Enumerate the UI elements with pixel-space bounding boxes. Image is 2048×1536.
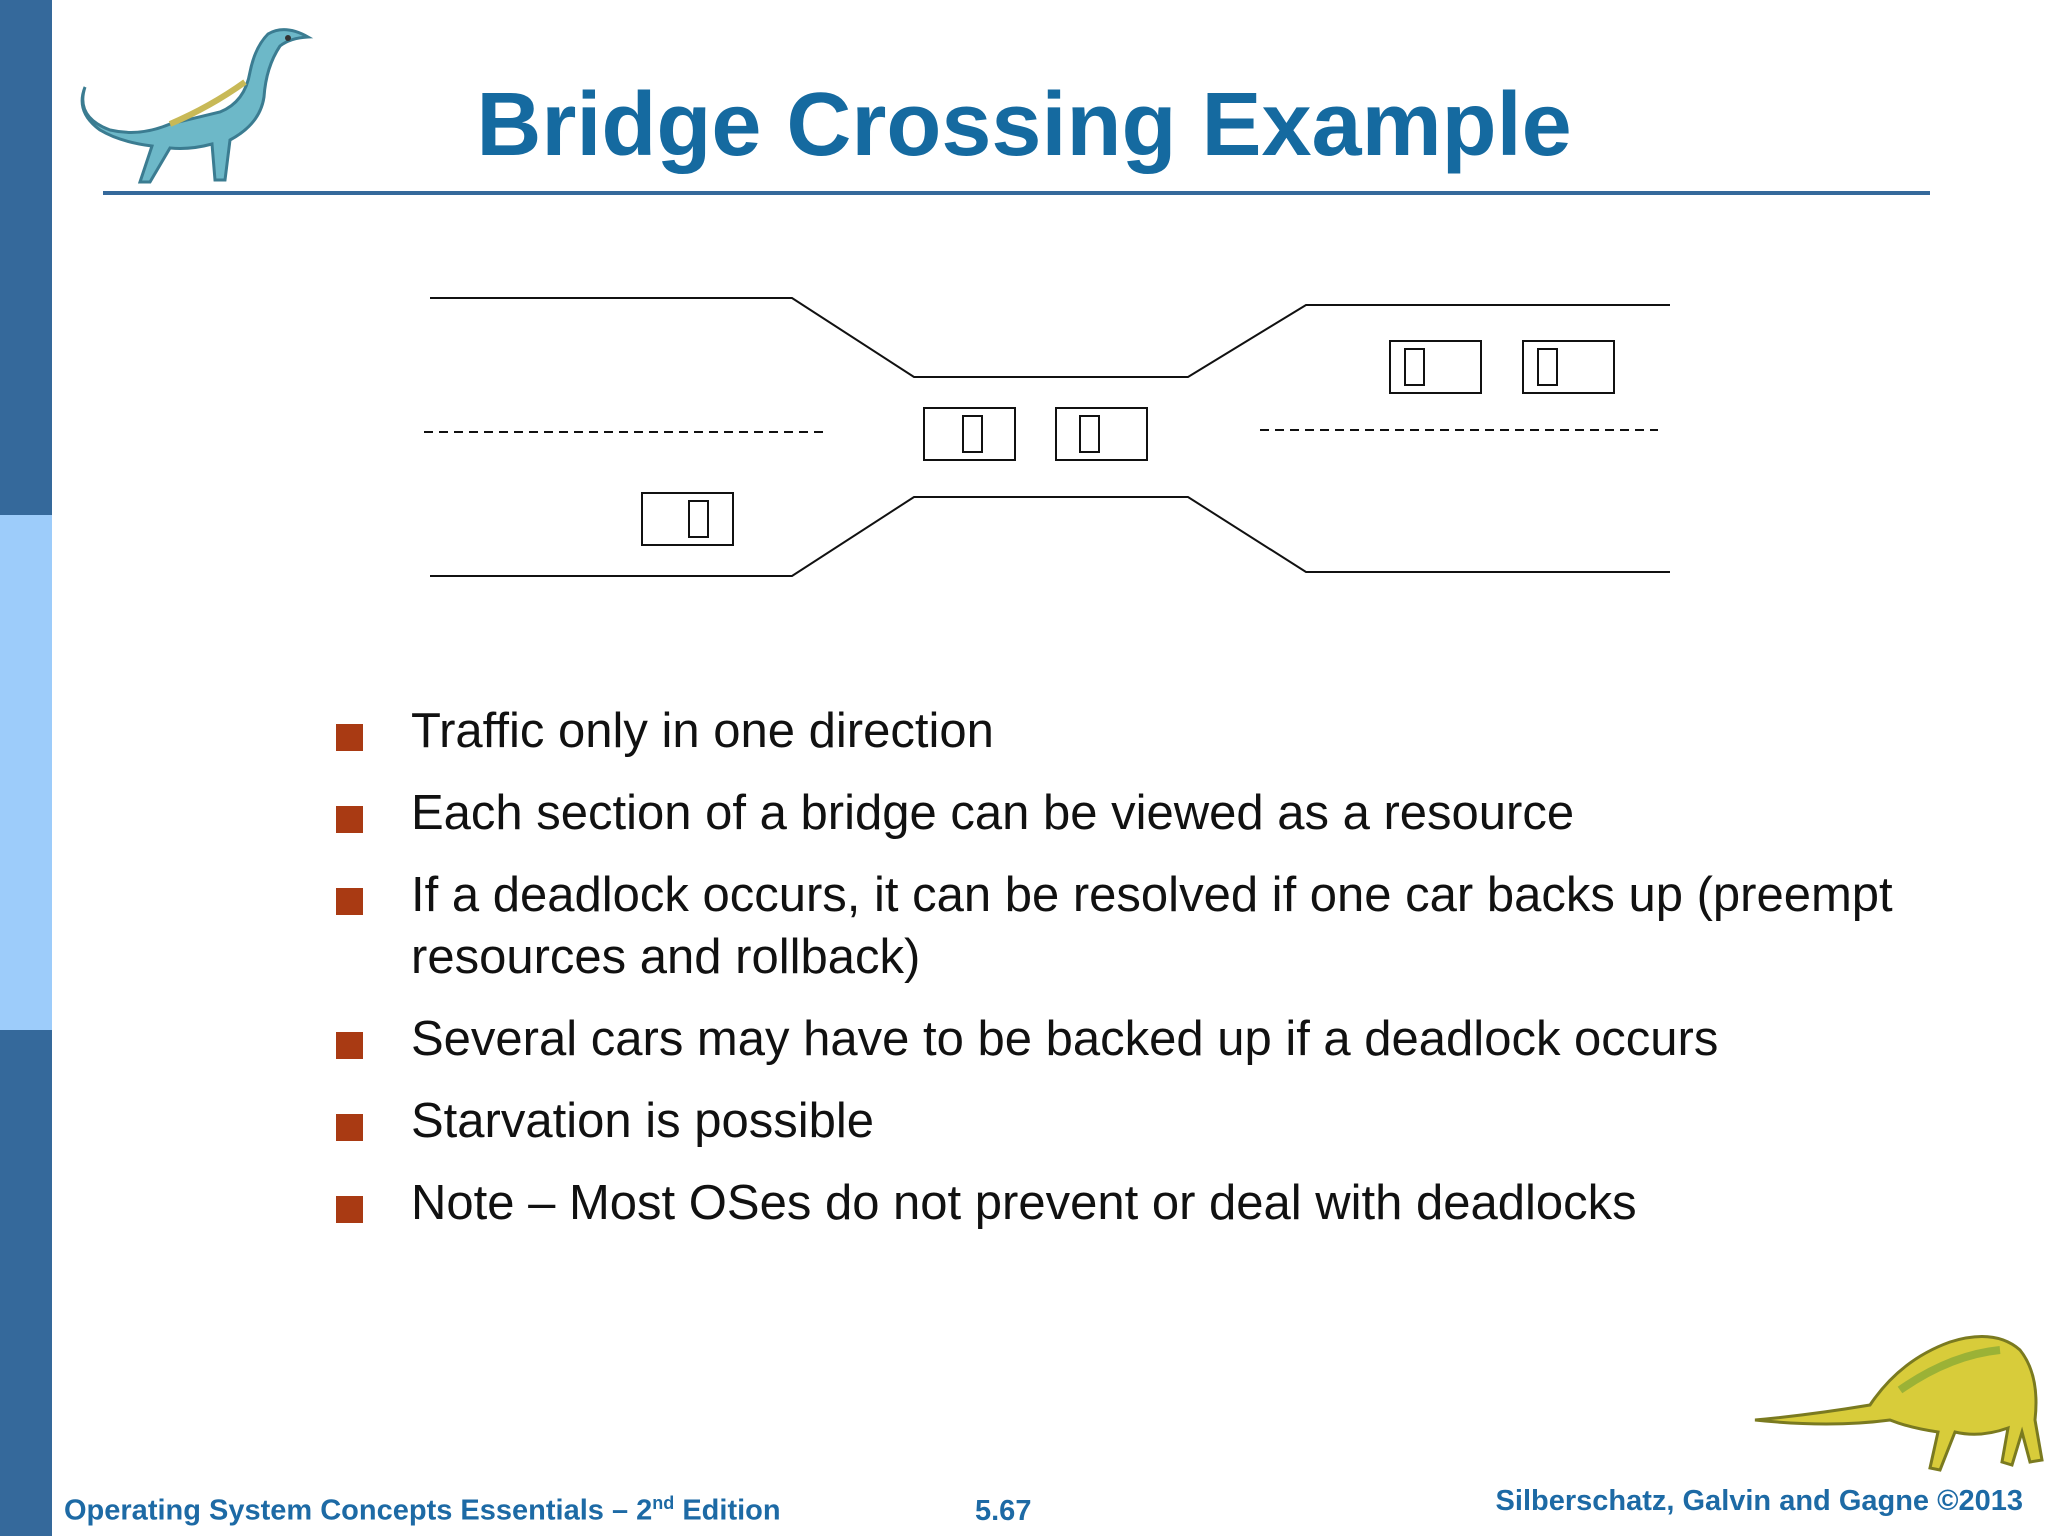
side-bar-middle-segment xyxy=(0,515,52,1030)
footer-page-number: 5.67 xyxy=(975,1495,1032,1527)
car-icon xyxy=(1055,407,1148,461)
car-icon xyxy=(641,492,734,546)
road-lower-left xyxy=(430,496,1670,577)
footer-book-prefix: Operating System Concepts Essentials – 2 xyxy=(64,1495,653,1527)
dinosaur-logo-icon xyxy=(80,28,314,184)
bullet-item: Each section of a bridge can be viewed a… xyxy=(336,782,1896,844)
title-underline xyxy=(103,191,1930,195)
side-bar xyxy=(0,0,52,1536)
bullet-list: Traffic only in one direction Each secti… xyxy=(336,700,1896,1254)
bullet-text: Each section of a bridge can be viewed a… xyxy=(411,786,1575,840)
bullet-square-icon xyxy=(336,724,363,751)
bullet-text: Starvation is possible xyxy=(411,1094,875,1148)
car-icon xyxy=(1389,340,1482,394)
bullet-item: Starvation is possible xyxy=(336,1090,1896,1152)
footer-book-sup: nd xyxy=(652,1493,675,1514)
bridge-diagram xyxy=(424,297,1670,577)
bullet-square-icon xyxy=(336,888,363,915)
road-upper-left xyxy=(430,297,1670,378)
bullet-text: Note – Most OSes do not prevent or deal … xyxy=(411,1176,1637,1230)
footer-book-title: Operating System Concepts Essentials – 2… xyxy=(64,1493,781,1528)
footer-authors: Silberschatz, Galvin and Gagne ©2013 xyxy=(1495,1485,2023,1517)
car-icon xyxy=(1522,340,1615,394)
bullet-square-icon xyxy=(336,806,363,833)
bullet-item: If a deadlock occurs, it can be resolved… xyxy=(336,864,1896,988)
bullet-text: Traffic only in one direction xyxy=(411,704,994,758)
dinosaur-logo-icon xyxy=(1754,1335,2044,1472)
bullet-text: Several cars may have to be backed up if… xyxy=(411,1012,1719,1066)
bullet-item: Several cars may have to be backed up if… xyxy=(336,1008,1896,1070)
bullet-square-icon xyxy=(336,1114,363,1141)
bullet-square-icon xyxy=(336,1196,363,1223)
bullet-text: If a deadlock occurs, it can be resolved… xyxy=(411,868,1893,984)
slide-title: Bridge Crossing Example xyxy=(476,75,1572,175)
car-icon xyxy=(923,407,1016,461)
side-bar-top-segment xyxy=(0,0,52,515)
side-bar-bottom-segment xyxy=(0,1030,52,1536)
bullet-square-icon xyxy=(336,1032,363,1059)
bullet-item: Traffic only in one direction xyxy=(336,700,1896,762)
footer-book-suffix: Edition xyxy=(674,1495,781,1527)
bullet-item: Note – Most OSes do not prevent or deal … xyxy=(336,1172,1896,1234)
